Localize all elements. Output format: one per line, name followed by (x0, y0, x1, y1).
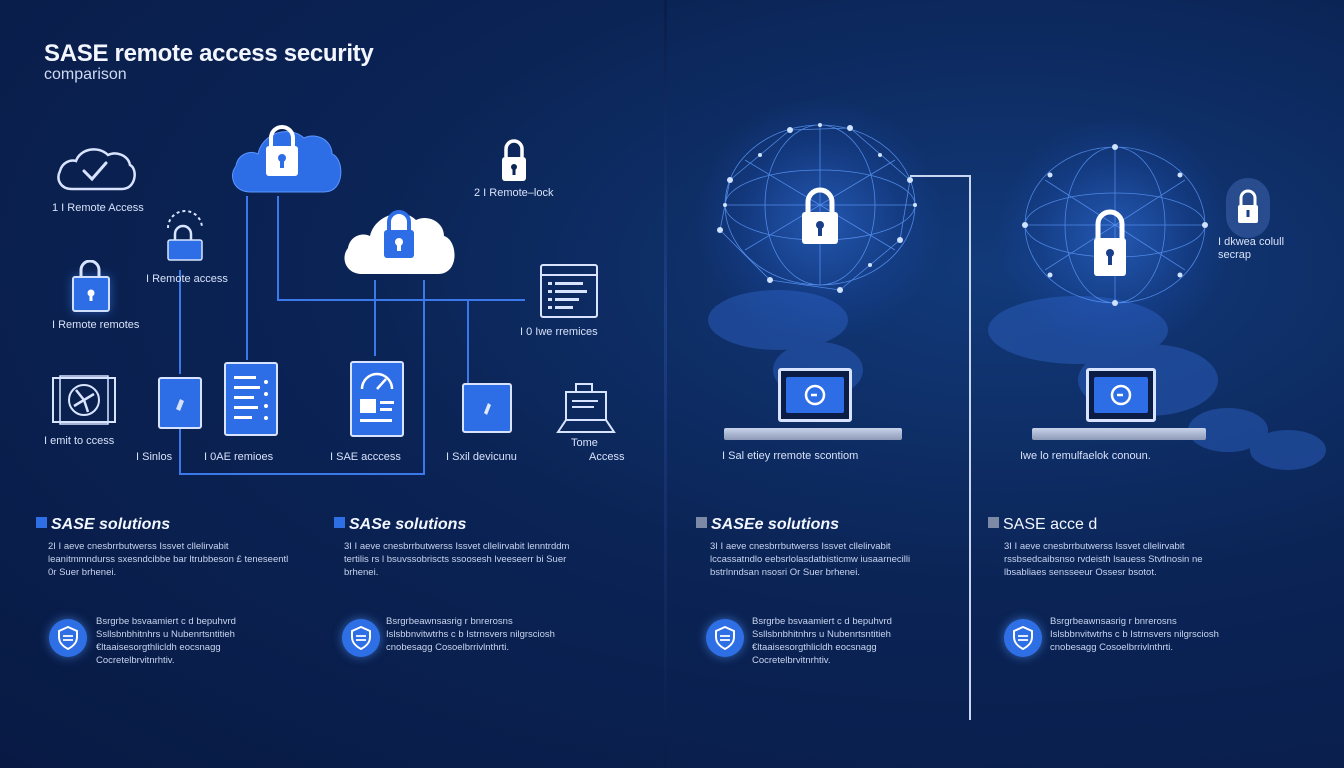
label-access: Access (589, 451, 625, 463)
cloud-lock-icon (226, 118, 346, 196)
section-detail-3: Bsrgrbe bsvaamiert c d bepuhvrd Ssllsbnb… (752, 616, 892, 666)
shield-icon (1004, 619, 1042, 657)
monitor-icon (462, 383, 512, 433)
label-devices: I Sxil devicunu (446, 451, 517, 463)
center-divider (664, 0, 667, 768)
page-title: SASE remote access security (44, 40, 374, 67)
section-paragraph-3: 3I I aeve cnesbrrbutwerss Issvet cllelir… (710, 541, 911, 578)
laptop-icon (778, 368, 852, 422)
label-cloud-setup: I dkwea colull secrap (1218, 236, 1285, 261)
document-list-icon (224, 362, 278, 436)
section-heading-4: SASE acce d (988, 516, 1097, 534)
shield-icon (342, 619, 380, 657)
section-heading-3: SASEe solutions (696, 516, 839, 534)
desktop-terminal-icon (556, 382, 616, 434)
shield-icon (706, 619, 744, 657)
laptop-icon (1086, 368, 1156, 422)
page-subtitle: comparison (44, 66, 127, 83)
label-oae-remotes: I 0AE remioes (204, 451, 274, 463)
section-heading-1: SASE solutions (36, 516, 170, 534)
network-globe-icon (717, 123, 917, 293)
label-remote-access-1: 1 I Remote Access (52, 202, 144, 214)
section-detail-2: Bsrgrbeawnsasrig r bnrerosns Islsbbnvitw… (386, 616, 555, 653)
left-connector-lines (179, 196, 525, 475)
padlock-shackle (78, 260, 102, 278)
label-remote-lock: 2 I Remote–lock (474, 187, 554, 199)
label-left-connection: I Sal etiey rremote scontiom (722, 450, 859, 462)
padlock-icon (1090, 206, 1130, 278)
padlock-icon (800, 186, 840, 248)
tablet-icon (158, 377, 202, 429)
label-sinlos: I Sinlos (136, 451, 173, 463)
label-tome: Tome (571, 437, 598, 449)
right-connector-line (910, 175, 971, 720)
label-remote-to-access: I emit to ccess (44, 435, 115, 447)
cloud-check-icon (54, 143, 138, 193)
gauge-document-icon (350, 361, 404, 437)
network-globe-icon (1022, 144, 1208, 306)
section-paragraph-2: 3I I aeve cnesbrrbutwerss Issvet cllelir… (344, 541, 570, 578)
section-heading-2: SASe solutions (334, 516, 466, 534)
laptop-base (724, 428, 902, 440)
label-remote-access-2: I Remote access (146, 273, 228, 285)
hardware-monitor-icon (50, 374, 118, 426)
padlock-icon (500, 137, 528, 183)
laptop-base (1032, 428, 1206, 440)
terminal-window-icon (540, 264, 598, 318)
label-sase-access: I SAE acccess (330, 451, 401, 463)
section-detail-1: Bsrgrbe bsvaamiert c d bepuhvrd Ssllsbnb… (96, 616, 236, 666)
shield-icon (49, 619, 87, 657)
gauge-padlock-icon (160, 210, 210, 266)
lock-badge-icon (1226, 178, 1270, 238)
label-remote-remotes: I Remote remotes (52, 319, 140, 331)
label-lwe-remotes: I 0 Iwe rremices (520, 326, 598, 338)
label-right-connection: Iwe lo remulfaelok conoun. (1020, 450, 1151, 462)
cloud-lock-icon (340, 200, 460, 278)
section-detail-4: Bsrgrbeawnsasrig r bnrerosns Islsbbnvitw… (1050, 616, 1219, 653)
section-paragraph-1: 2I I aeve cnesbrrbutwerss Issvet cllelir… (48, 541, 289, 578)
padlock-card (72, 276, 110, 312)
section-paragraph-4: 3I I aeve cnesbrrbutwerss Issvet cllelir… (1004, 541, 1203, 578)
